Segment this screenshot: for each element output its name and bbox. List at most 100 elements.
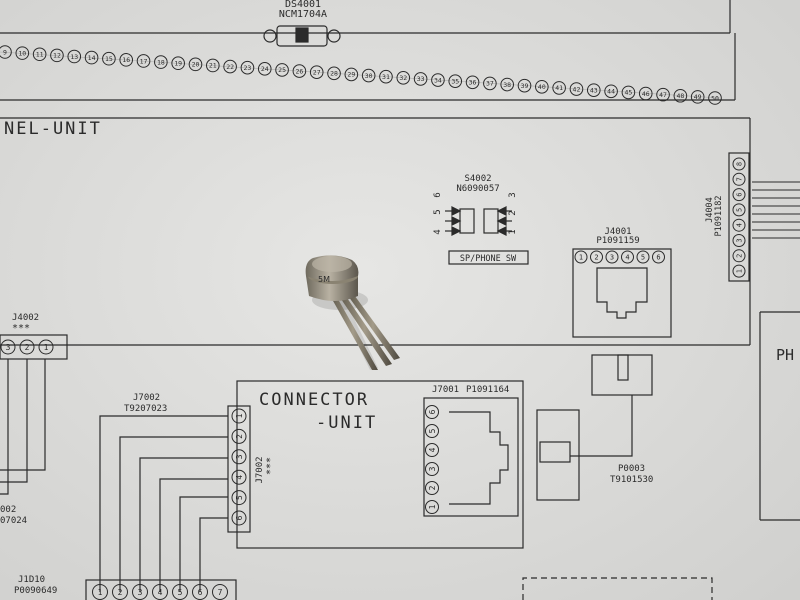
j4001-pin-circle [605,250,619,264]
right-box-label: PH [776,346,794,364]
top-header-pin-label: 37 [486,80,494,88]
j7001-pin-circle [425,424,439,438]
switch-pin-2: 2 [508,210,518,215]
top-header-pin-circle [154,55,168,69]
top-header-pin-circle [309,65,324,79]
j7002-pin-circle [231,510,247,526]
j4004-pin-circle [732,188,746,202]
top-header-pin-circle [188,57,203,72]
j4002-note: *** [12,323,30,334]
top-header-pin-circle [396,71,411,85]
top-header-pin-label: 20 [192,61,200,69]
top-header-pin-label: 36 [469,79,477,87]
top-header-pin-circle [0,45,12,59]
switch-symbol [445,206,529,265]
j4002-pin-circle [38,339,54,355]
j7002-symbol [227,405,251,533]
j7001-pin-label: 5 [428,428,437,433]
j7002-pin-circle [231,408,247,424]
top-header-pin-label: 41 [555,84,563,92]
j4002-pin-label: 2 [25,343,30,352]
panel-unit-label: NEL-UNIT [4,119,102,139]
j4002-wires [0,359,46,495]
connector-unit-label-1: CONNECTOR [259,390,369,410]
switch-pin-3: 3 [508,192,518,197]
j1d10-pin-label: 6 [198,588,203,597]
top-header-pin-circle [690,90,705,104]
top-header-pin-label: 26 [295,67,303,75]
j4004-part: P1091182 [714,196,724,237]
p0003-symbol [536,354,653,501]
top-header-pin-circle [50,48,64,63]
switch-pin-1: 1 [508,229,518,234]
top-header-pin-label: 13 [70,53,78,61]
j4001-part: P1091159 [596,236,639,246]
top-header-pin-label: 10 [18,49,26,57]
ds4001-ref: DS4001 [285,0,321,10]
top-header-pin-label: 14 [88,54,96,62]
top-header-pin-label: 21 [209,62,217,70]
top-header-pin-label: 23 [244,64,252,72]
j7002-pin-circle [231,469,247,485]
j4001-pin-label: 4 [625,253,629,261]
j4004-pin-circle [732,157,746,171]
j7001-part: P1091164 [466,385,509,395]
top-header-pin-circle [327,66,341,81]
top-header-pin-label: 12 [53,52,61,60]
top-header-pin-circle [275,63,289,77]
j1d10-pin-label: 3 [138,588,143,597]
switch-pin-5: 5 [433,209,443,214]
top-header-pin-label: 22 [226,63,234,71]
top-header-pin-label: 17 [140,57,148,65]
j1d10-part: P0090649 [14,586,57,596]
top-header-pin-label: 28 [330,70,338,78]
top-header-pin-label: 27 [313,68,321,76]
j4004-pin-circle [732,203,746,217]
top-header-pin-circle [257,62,272,76]
top-header-pin-circle [465,75,480,90]
j7001-pin-circle [425,481,439,495]
j4001-pin-label: 1 [579,253,583,261]
top-header-pin-circle [344,67,359,82]
j1d10-symbol [85,579,237,600]
transistor-lead-1 [328,292,378,370]
top-header-pin-circle [604,84,618,99]
top-header-pin-circle [32,47,47,62]
left-fragment-1: 002 [0,505,16,515]
j4001-pin-circle [574,250,588,264]
top-header-pin-label: 33 [417,75,425,83]
switch-label: SP/PHONE SW [460,254,517,264]
top-header-pin-circle [15,46,30,60]
top-header-pin-label: 15 [105,55,113,63]
j7002-pin-circle [231,428,247,444]
top-header-pin-circle [708,91,722,105]
p0003-ref: P0003 [618,464,645,474]
top-header-pin-circle [500,77,514,92]
top-header-pin-label: 38 [503,81,511,89]
top-header-pin-label: 11 [36,51,44,59]
j4002-pin-circle [19,339,35,355]
j4001-pin-circle [621,250,634,264]
j7001-pin-circle [425,443,439,457]
top-header-pin-label: 49 [694,93,702,101]
right-box [759,311,800,521]
j4004-symbol [728,152,750,282]
j4004-pin-label: 4 [735,223,743,227]
j7002-pin-label: 4 [235,475,244,480]
left-fragment-2: 07024 [0,516,27,526]
j4002-pin-circle [0,339,16,355]
j7002-wires [99,415,228,592]
j7001-pin-label: 6 [428,409,437,414]
top-header-pin-circle [379,69,393,84]
top-header-pin-circle [621,85,636,100]
j7002-pin-label: 5 [235,495,244,500]
j1d10-ref: J1D10 [18,575,45,585]
j4004-pin-circle [732,218,746,232]
j4001-pin-circle [652,250,665,264]
j7001-pin-label: 3 [428,466,437,471]
